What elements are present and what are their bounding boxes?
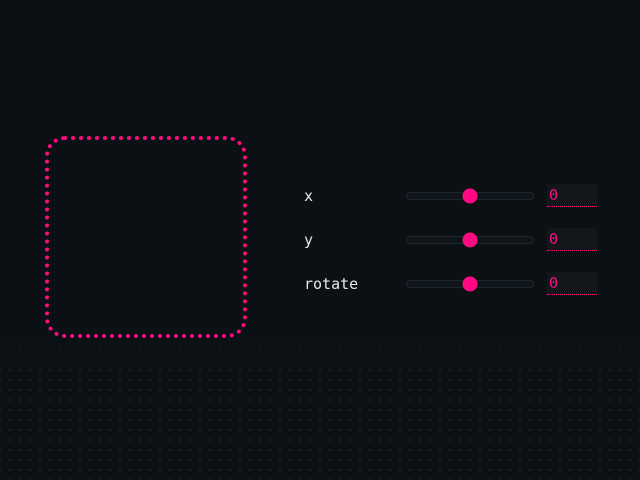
value-input-x[interactable] [547, 184, 597, 207]
slider-rotate[interactable] [406, 276, 534, 292]
control-label-rotate: rotate [304, 275, 359, 293]
value-input-y[interactable] [547, 228, 597, 251]
control-row-rotate: rotate [304, 264, 604, 308]
transform-controls: x y rotate [304, 176, 604, 308]
slider-thumb-rotate[interactable] [462, 276, 478, 292]
slider-thumb-y[interactable] [462, 232, 478, 248]
control-label-x: x [304, 187, 314, 205]
slider-thumb-x[interactable] [462, 188, 478, 204]
slider-x[interactable] [406, 188, 534, 204]
control-row-x: x [304, 176, 604, 220]
transform-preview-box [45, 136, 247, 338]
slider-y[interactable] [406, 232, 534, 248]
value-input-rotate[interactable] [547, 272, 597, 295]
control-label-y: y [304, 231, 314, 249]
dotted-background [0, 330, 640, 480]
control-row-y: y [304, 220, 604, 264]
